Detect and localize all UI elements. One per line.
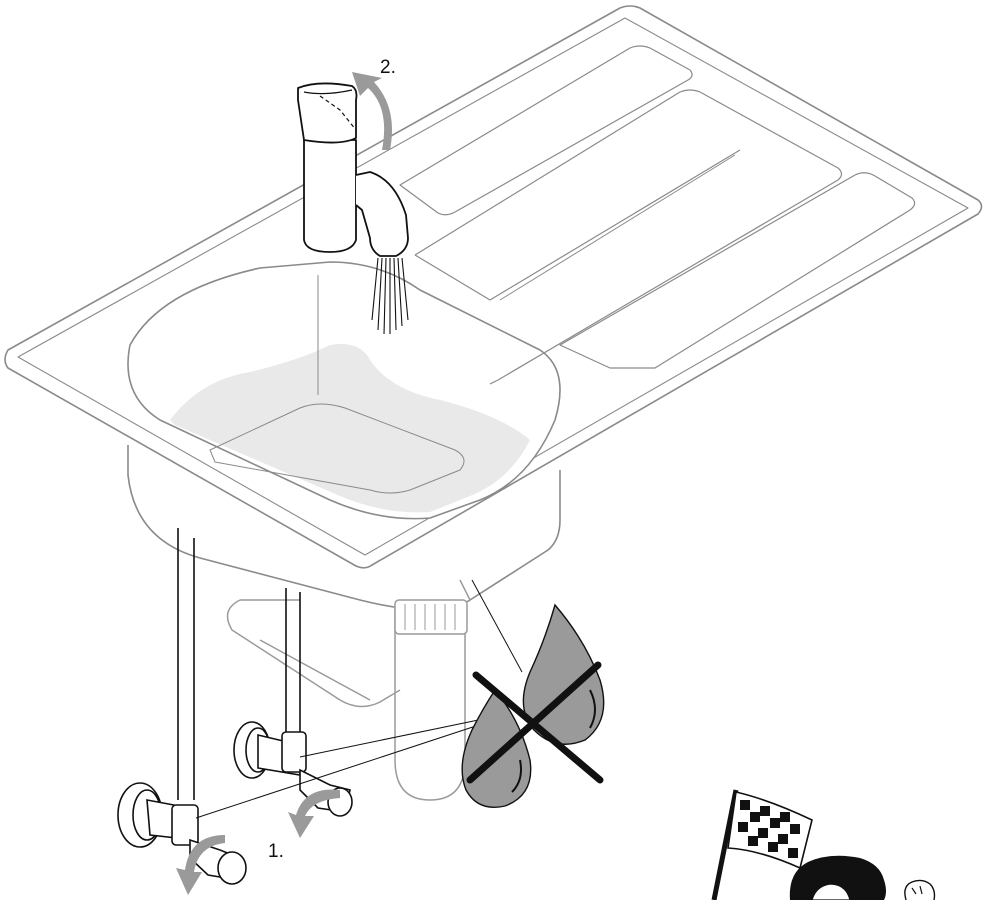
checkered-flag-icon xyxy=(714,790,935,900)
step-1-label: 1. xyxy=(268,841,284,862)
sink-icon xyxy=(5,6,982,610)
step-2-label: 2. xyxy=(380,57,396,78)
lift-lever-arrow xyxy=(352,72,392,150)
